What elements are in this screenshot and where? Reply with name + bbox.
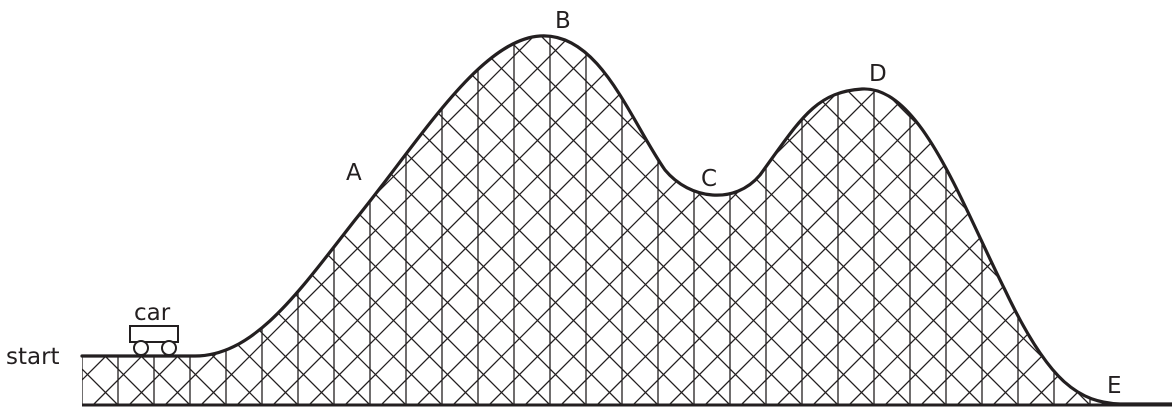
lattice-brace: [416, 35, 803, 406]
lattice-brace: [884, 35, 1172, 406]
lattice-brace: [524, 35, 911, 406]
lattice-brace: [992, 35, 1172, 406]
lattice-brace: [1028, 35, 1172, 406]
label-point-a: A: [346, 160, 362, 186]
coaster-track: [80, 34, 1172, 406]
label-point-b: B: [555, 8, 571, 34]
lattice-brace: [956, 35, 1172, 406]
lattice-brace: [1100, 35, 1172, 406]
label-start: start: [6, 344, 60, 370]
lattice-brace: [82, 35, 407, 406]
lattice-brace: [1136, 35, 1172, 406]
lattice-brace: [992, 35, 1172, 406]
lattice-brace: [1028, 35, 1172, 406]
car: [129, 325, 179, 356]
lattice-brace: [812, 35, 1172, 406]
lattice-brace: [1064, 35, 1172, 406]
label-car: car: [134, 300, 171, 326]
car-wheel-left: [133, 340, 149, 356]
label-point-e: E: [1107, 373, 1122, 399]
lattice-brace: [92, 35, 479, 406]
lattice-brace: [128, 35, 515, 406]
lattice-brace: [956, 35, 1172, 406]
label-point-d: D: [869, 61, 887, 87]
lattice-brace: [884, 35, 1172, 406]
lattice-brace: [920, 35, 1172, 406]
label-point-c: C: [701, 166, 717, 192]
car-wheel-right: [161, 340, 177, 356]
lattice-brace: [1136, 35, 1172, 406]
lattice-brace: [82, 35, 443, 406]
lattice-brace: [1100, 35, 1172, 406]
lattice-brace: [1064, 35, 1172, 406]
lattice-brace: [812, 35, 1172, 406]
lattice-brace: [452, 35, 839, 406]
car-body: [129, 325, 179, 343]
lattice-brace: [488, 35, 875, 406]
lattice-brace: [920, 35, 1172, 406]
